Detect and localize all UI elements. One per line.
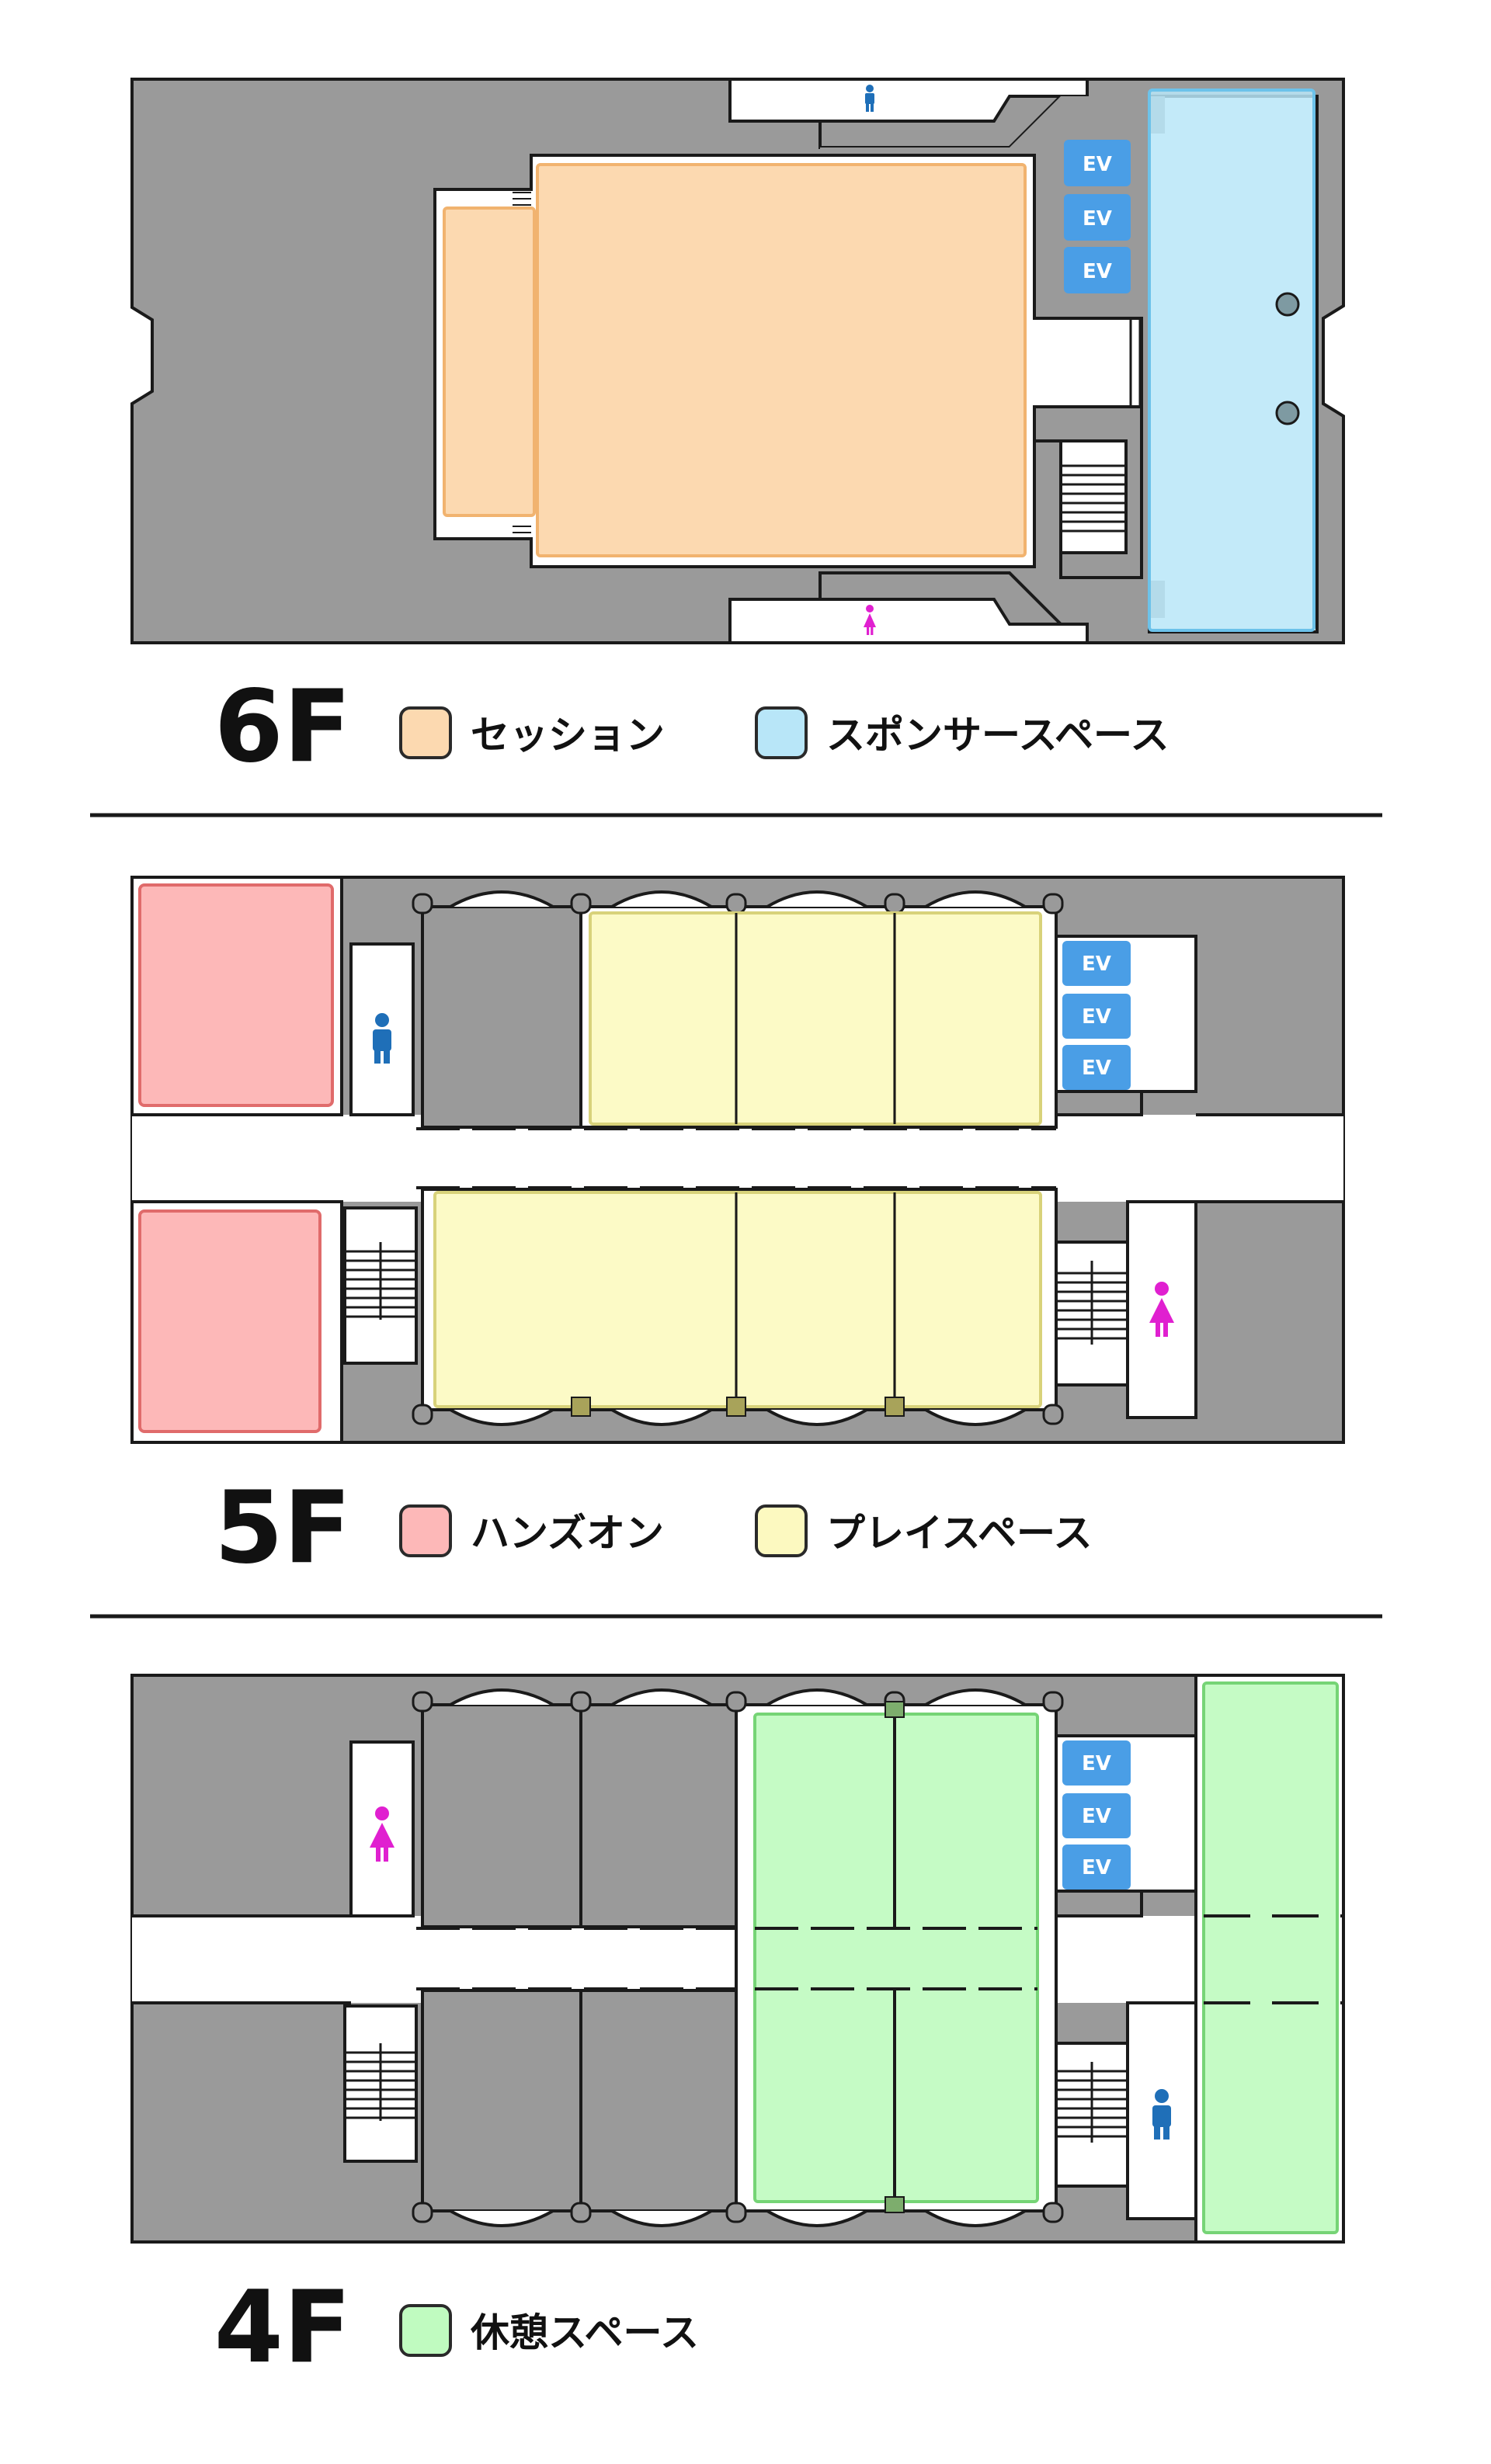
elevator-label: EV xyxy=(1083,207,1112,231)
legend-swatch-rest xyxy=(399,2304,452,2357)
elevator-label: EV xyxy=(1082,1057,1111,1080)
floor-6f-bottom-corridor xyxy=(728,598,1089,644)
elevator-label: EV xyxy=(1082,1805,1111,1828)
female-icon xyxy=(1149,1282,1174,1337)
elevator-label: EV xyxy=(1082,953,1111,976)
elevator xyxy=(1062,994,1131,1039)
elevator xyxy=(1062,1045,1131,1090)
floor-title: 4F xyxy=(214,2270,352,2386)
legend-label: 休憩スペース xyxy=(470,2310,699,2355)
floor-4f-legend: 4F 休憩スペース xyxy=(214,2270,699,2386)
floor-6f-elevators: EV EV EV xyxy=(1064,140,1131,293)
legend-label: プレイスペース xyxy=(826,1511,1093,1556)
elevator xyxy=(1062,1845,1131,1890)
elevator xyxy=(1062,1793,1131,1838)
floor-6f-top-corridor xyxy=(728,78,1089,123)
legend-label: ハンズオン xyxy=(471,1511,664,1556)
elevator xyxy=(1062,1740,1131,1786)
legend-label: セッション xyxy=(471,713,665,758)
floor-5f-elevators: EV EV EV xyxy=(1062,941,1131,1090)
floor-6f-sponsor-area xyxy=(1148,88,1315,632)
male-icon xyxy=(1152,2089,1171,2140)
elevator-label: EV xyxy=(1083,260,1112,283)
elevator-label: EV xyxy=(1082,1005,1111,1029)
legend-swatch-handson xyxy=(399,1504,452,1557)
floor-4f-plan: EV EV EV xyxy=(130,1674,1345,2244)
elevator-label: EV xyxy=(1083,153,1112,176)
elevator xyxy=(1064,194,1131,241)
floor-5f-play-area xyxy=(433,911,1042,1417)
male-icon xyxy=(373,1013,391,1064)
elevator-label: EV xyxy=(1082,1752,1111,1775)
elevator xyxy=(1062,941,1131,986)
elevator xyxy=(1064,140,1131,186)
floor-4f-rest-area xyxy=(753,1681,1343,2234)
legend-swatch-sponsor xyxy=(755,706,808,759)
elevator-label: EV xyxy=(1082,1856,1111,1879)
floor-6f-plan: EV EV EV xyxy=(130,78,1345,644)
floor-4f-elevators: EV EV EV xyxy=(1062,1740,1131,1890)
floor-6f-legend: 6F セッション スポンサースペース xyxy=(214,669,1170,785)
female-icon xyxy=(370,1806,394,1862)
floor-5f-plan: EV EV EV xyxy=(130,876,1345,1444)
floor-5f-handson-area xyxy=(138,883,334,1433)
male-icon xyxy=(865,85,874,112)
floor-title: 5F xyxy=(214,1470,352,1586)
legend-swatch-play xyxy=(755,1504,808,1557)
legend-swatch-session xyxy=(399,706,452,759)
legend-label: スポンサースペース xyxy=(826,713,1170,758)
floor-6f-session-area xyxy=(443,163,1027,557)
floor-5f-legend: 5F ハンズオン プレイスペース xyxy=(214,1470,1093,1586)
female-icon xyxy=(864,605,876,635)
elevator xyxy=(1064,247,1131,293)
floor-title: 6F xyxy=(214,669,352,785)
